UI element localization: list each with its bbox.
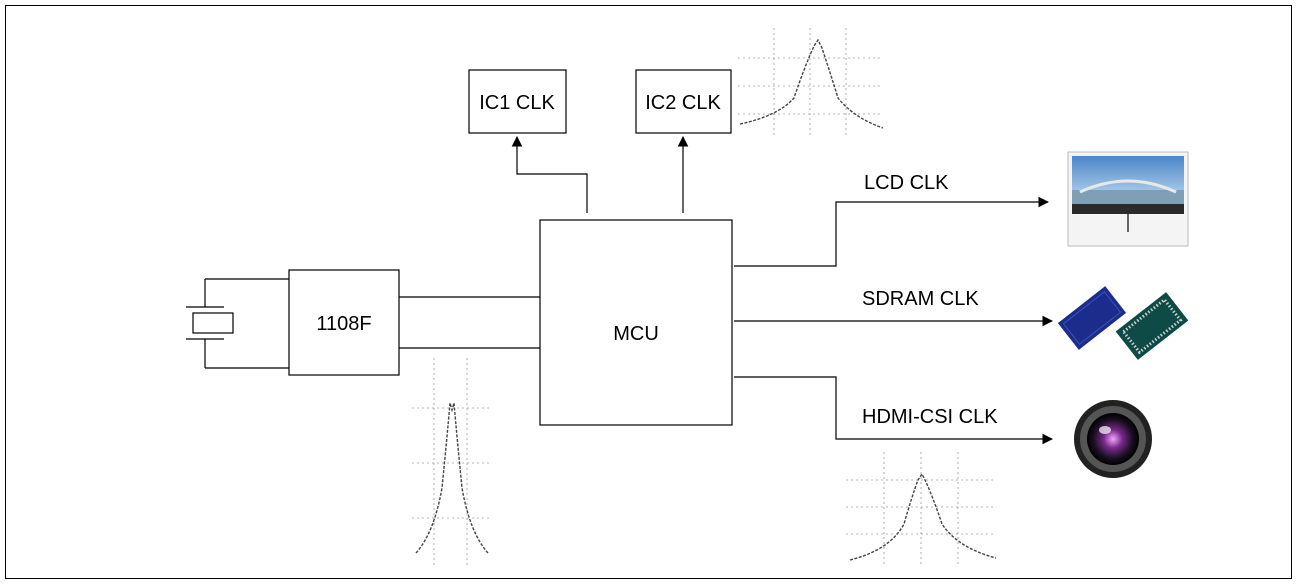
lcd-monitor-icon <box>1067 151 1189 247</box>
lcd-clk-label: LCD CLK <box>864 172 949 194</box>
clock-generator-label: 1108F <box>316 313 371 335</box>
arrow-hdmi-csi-clk <box>734 376 1054 445</box>
mcu-block <box>539 219 733 426</box>
ic2-clk-block <box>635 69 732 134</box>
memory-chip-icon <box>1057 286 1189 360</box>
camera-lens-icon <box>1074 400 1152 478</box>
diagram-frame <box>5 5 1292 579</box>
crystal-oscillator-icon <box>186 278 289 369</box>
arrow-mcu-to-ic1 <box>511 135 588 213</box>
mcu-label: MCU <box>613 323 659 345</box>
sdram-clk-label: SDRAM CLK <box>862 288 979 310</box>
clock-generator-block <box>288 269 400 376</box>
spectrum-plot-icon <box>738 28 884 138</box>
hdmi-csi-clk-label: HDMI-CSI CLK <box>862 406 998 428</box>
ic2-clk-label: IC2 CLK <box>645 92 721 114</box>
ic1-clk-label: IC1 CLK <box>479 92 555 114</box>
spectrum-plot-icon <box>846 452 997 567</box>
ic1-clk-block <box>468 69 567 134</box>
arrow-lcd-clk <box>734 196 1050 267</box>
spectrum-plot-icon <box>412 358 492 568</box>
